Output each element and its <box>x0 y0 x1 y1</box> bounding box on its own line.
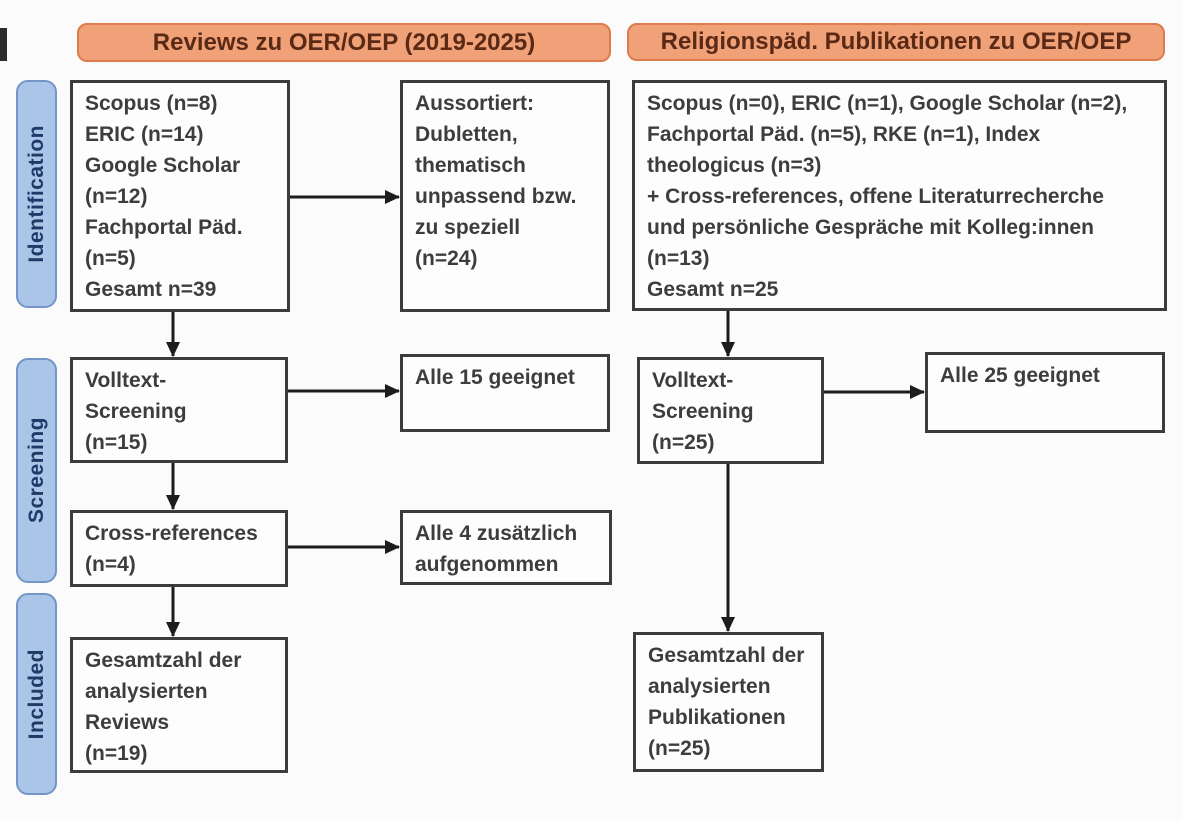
edge-artifact <box>0 28 7 61</box>
box-reviews-sources: Scopus (n=8) ERIC (n=14) Google Scholar … <box>70 80 290 312</box>
box-alle-4-aufgenommen: Alle 4 zusätzlich aufgenommen <box>400 510 612 585</box>
box-cross-references: Cross-references (n=4) <box>70 510 288 587</box>
stage-screening: Screening <box>16 358 57 583</box>
box-volltext-screening-reviews: Volltext- Screening (n=15) <box>70 357 288 463</box>
box-religionspaed-sources: Scopus (n=0), ERIC (n=1), Google Scholar… <box>632 80 1167 311</box>
box-gesamtzahl-reviews: Gesamtzahl der analysierten Reviews (n=1… <box>70 637 288 773</box>
box-alle-25-geeignet: Alle 25 geeignet <box>925 352 1165 433</box>
stage-included-label: Included <box>24 648 48 740</box>
stage-included: Included <box>16 593 57 795</box>
stage-identification: Identification <box>16 80 57 308</box>
header-reviews: Reviews zu OER/OEP (2019-2025) <box>77 23 611 62</box>
header-religionspaed: Religionspäd. Publikationen zu OER/OEP <box>627 23 1165 61</box>
box-gesamtzahl-publikationen: Gesamtzahl der analysierten Publikatione… <box>633 632 824 772</box>
box-aussortiert: Aussortiert: Dubletten, thematisch unpas… <box>400 80 610 312</box>
box-alle-15-geeignet: Alle 15 geeignet <box>400 354 610 432</box>
stage-identification-label: Identification <box>24 125 48 263</box>
stage-screening-label: Screening <box>24 417 48 524</box>
box-volltext-screening-publikationen: Volltext- Screening (n=25) <box>637 357 824 464</box>
